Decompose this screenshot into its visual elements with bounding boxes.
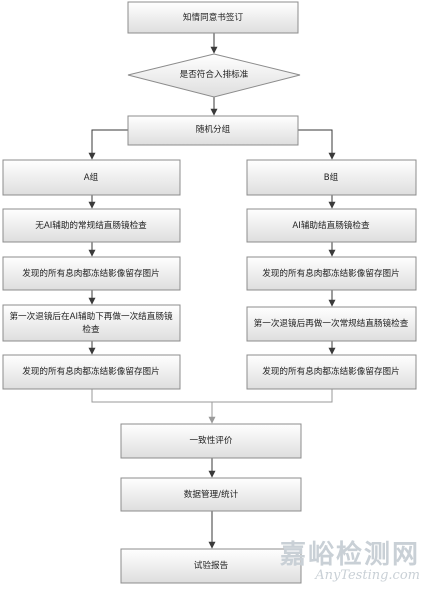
a-step1-box: 无AI辅助的常规结直肠镜检查 [2, 208, 181, 243]
a-step4-label: 发现的所有息肉都冻结影像留存图片 [22, 365, 160, 377]
report-label: 试验报告 [194, 559, 229, 571]
group-b-box: B组 [246, 159, 417, 196]
group-a-box: A组 [2, 159, 181, 196]
a-step3-label-line1: 第一次退镜后在AI辅助下再做一次结直肠镜 [9, 310, 173, 322]
a-step3-box: 第一次退镜后在AI辅助下再做一次结直肠镜 检查 [2, 304, 181, 342]
a-step3-label-line2: 检查 [82, 323, 100, 335]
report-box: 试验报告 [120, 548, 302, 584]
criteria-label: 是否符合入排标准 [180, 68, 249, 80]
data-mgmt-box: 数据管理/统计 [120, 477, 302, 512]
consent-box: 知情同意书签订 [127, 1, 299, 34]
consistency-label: 一致性评价 [190, 434, 233, 446]
group-b-label: B组 [324, 171, 339, 183]
group-a-label: A组 [84, 171, 99, 183]
b-step4-label: 发现的所有息肉都冻结影像留存图片 [262, 365, 400, 377]
b-step2-label: 发现的所有息肉都冻结影像留存图片 [262, 267, 400, 279]
a-step2-label: 发现的所有息肉都冻结影像留存图片 [22, 267, 160, 279]
a-step4-box: 发现的所有息肉都冻结影像留存图片 [2, 354, 181, 390]
a-step2-box: 发现的所有息肉都冻结影像留存图片 [2, 256, 181, 291]
connectors [88, 33, 336, 549]
b-step1-label: AI辅助结直肠镜检查 [292, 219, 370, 231]
data-mgmt-label: 数据管理/统计 [184, 488, 239, 500]
random-box: 随机分组 [127, 115, 299, 146]
b-step3-label: 第一次退镜后再做一次常规结直肠镜检查 [254, 317, 409, 329]
edge-merge-a [91, 389, 333, 403]
edge-random-group-b [298, 129, 336, 160]
criteria-decision: 是否符合入排标准 [127, 53, 301, 98]
random-label: 随机分组 [196, 123, 231, 135]
b-step3-box: 第一次退镜后再做一次常规结直肠镜检查 [246, 306, 417, 342]
b-step2-box: 发现的所有息肉都冻结影像留存图片 [246, 256, 417, 291]
edge-random-group-a [88, 129, 128, 160]
consistency-box: 一致性评价 [120, 423, 302, 459]
b-step1-box: AI辅助结直肠镜检查 [246, 208, 417, 243]
a-step1-label: 无AI辅助的常规结直肠镜检查 [35, 219, 147, 231]
b-step4-box: 发现的所有息肉都冻结影像留存图片 [246, 354, 417, 390]
consent-label: 知情同意书签订 [183, 11, 244, 23]
